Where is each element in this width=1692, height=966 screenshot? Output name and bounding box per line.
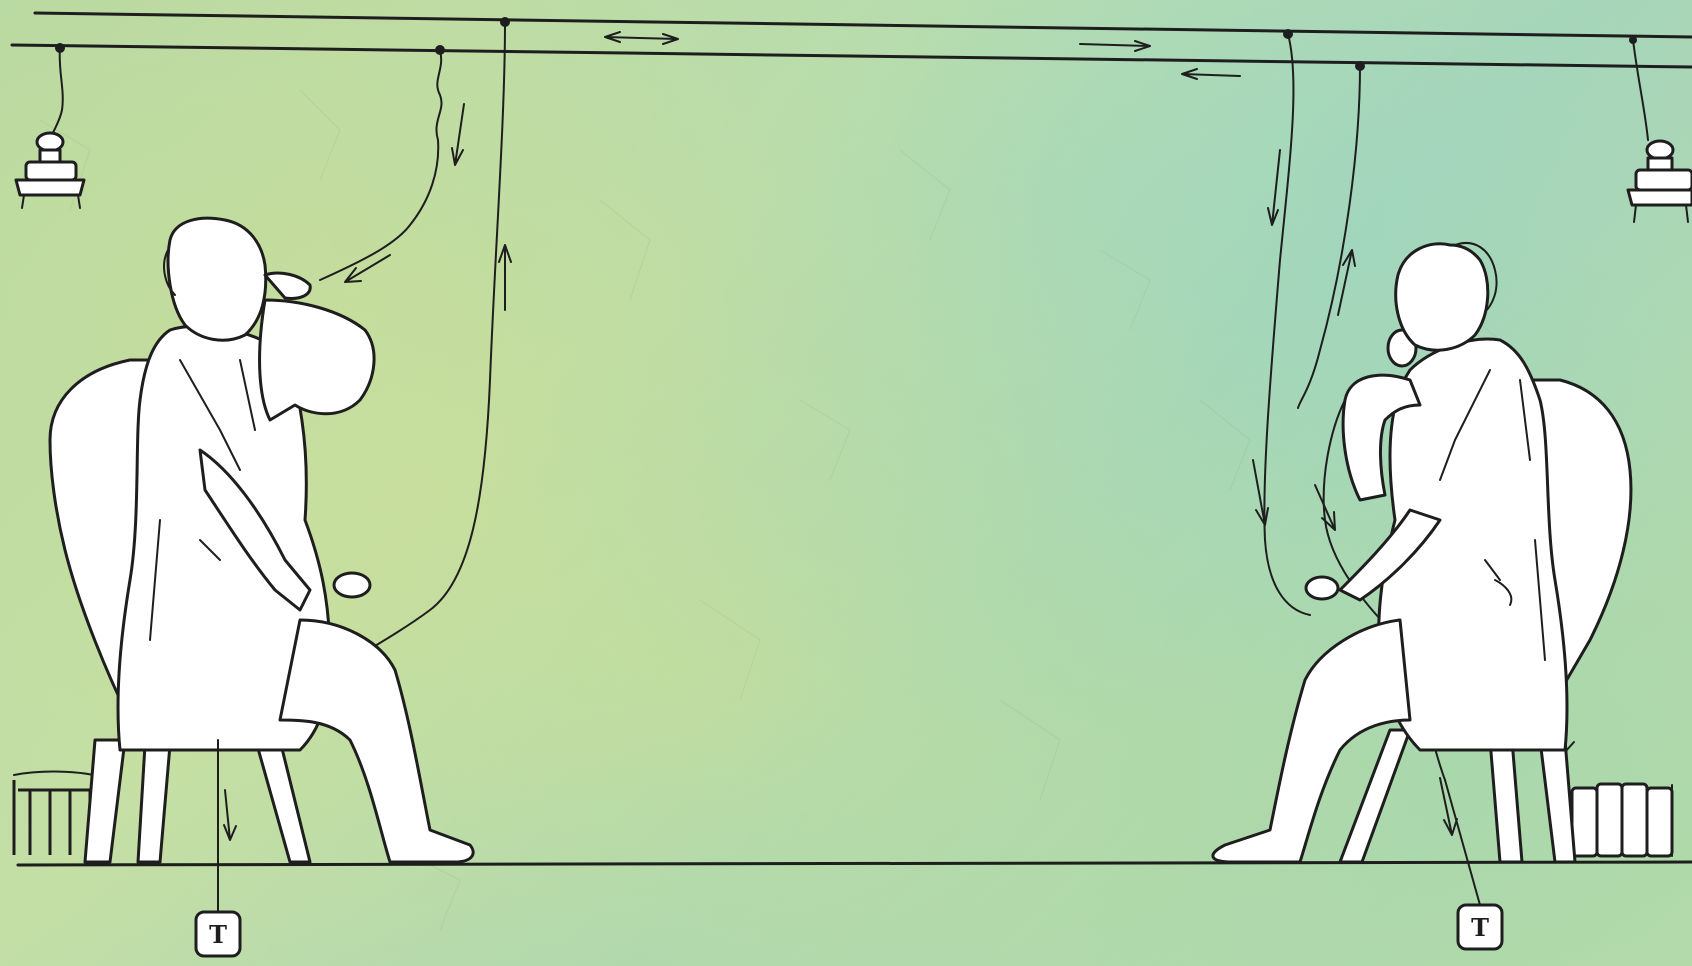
- overhead-wires: [12, 13, 1692, 71]
- left-instrument-wire: [52, 48, 63, 135]
- arrow-upper-2: [1080, 41, 1150, 51]
- left-man-raised-arm: [260, 300, 375, 420]
- right-man-legs: [1213, 620, 1410, 862]
- left-man-head: [168, 218, 266, 340]
- left-terminal-label: T: [209, 920, 227, 949]
- left-seated-man-listening: [50, 218, 473, 862]
- right-instrument-wire: [1633, 40, 1648, 140]
- arrow-left-wire-3: [345, 255, 390, 282]
- arrow-right-ground: [1440, 778, 1457, 835]
- left-receiver-wire: [320, 50, 442, 280]
- right-ground-terminal: T: [1445, 780, 1502, 949]
- right-receiver-wire: [1298, 66, 1360, 408]
- upper-wire: [35, 13, 1692, 37]
- arrow-lower-1: [1182, 69, 1240, 79]
- arrow-left-ground: [224, 790, 236, 840]
- arrow-upper-1: [605, 32, 678, 44]
- floor-line: [18, 862, 1692, 865]
- right-transmitter-wire: [1264, 34, 1310, 615]
- arrow-left-wire-1: [452, 104, 464, 165]
- left-transmitter-wire: [360, 22, 505, 655]
- right-seated-man-speaking: [1213, 243, 1631, 862]
- left-handheld-transmitter: [334, 573, 370, 597]
- arrow-right-wire-1: [1268, 150, 1280, 225]
- right-handheld-receiver: [1306, 577, 1338, 599]
- left-ground-terminal: T: [196, 740, 240, 956]
- arrow-left-wire-2: [499, 245, 511, 310]
- right-terminal-label: T: [1471, 913, 1489, 942]
- lower-wire: [12, 45, 1692, 67]
- left-receiver-at-ear: [265, 273, 310, 298]
- right-man-head: [1396, 244, 1488, 350]
- left-telephone-instrument: [16, 48, 84, 208]
- right-battery: [1572, 784, 1672, 856]
